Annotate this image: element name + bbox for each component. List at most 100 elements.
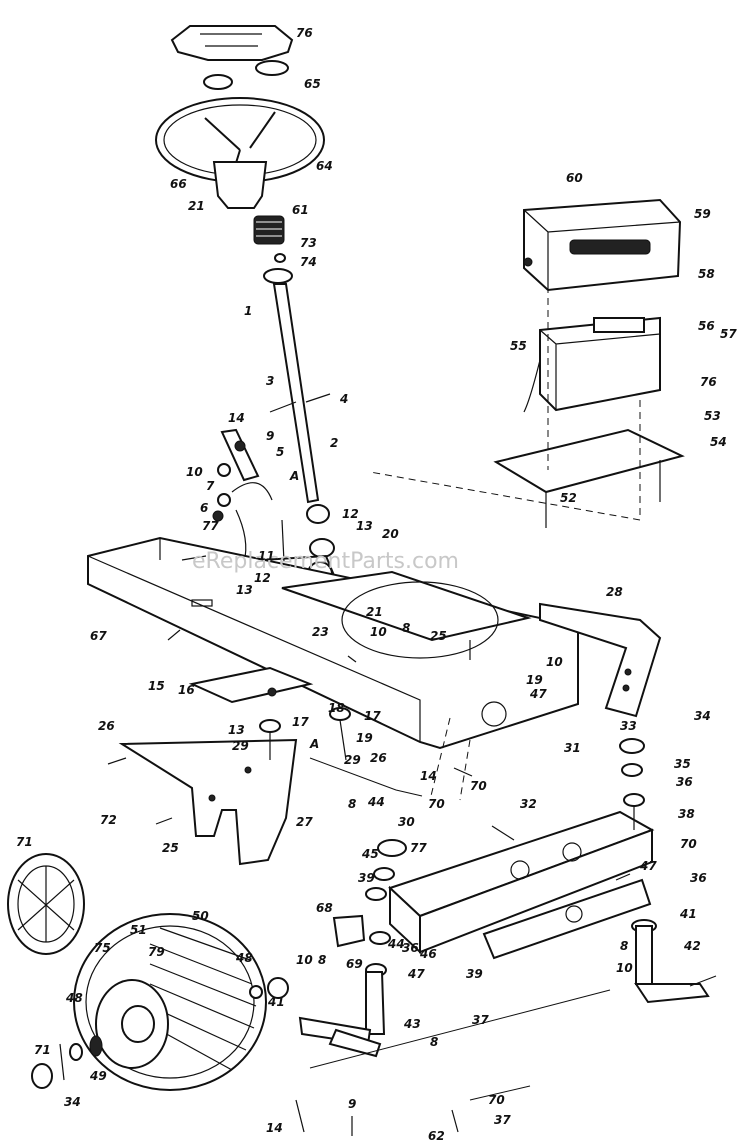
callout-label: 34 <box>694 709 711 723</box>
callout-label: 31 <box>564 741 581 755</box>
callout-label: 44 <box>387 937 405 951</box>
callout-label: 27 <box>296 815 313 829</box>
frame-bracket-right <box>539 602 662 718</box>
callout-label: 8 <box>402 621 410 635</box>
callout-label: 69 <box>346 957 363 971</box>
frame-panel <box>87 536 579 750</box>
callout-label: 8 <box>318 953 326 967</box>
callout-label: A <box>289 469 299 483</box>
callout-label: 29 <box>344 753 361 767</box>
callout-label: 21 <box>188 199 205 213</box>
callout-label: 30 <box>398 815 415 829</box>
callout-label: 16 <box>178 683 195 697</box>
front-axle <box>388 810 655 955</box>
callout-label: 28 <box>606 585 623 599</box>
callout-label: 48 <box>235 951 253 965</box>
callout-label: 59 <box>694 207 711 221</box>
battery-tray <box>493 428 685 528</box>
callout-label: 47 <box>639 859 657 873</box>
hubcap <box>7 853 85 955</box>
callout-label: 34 <box>64 1095 81 1109</box>
callout-label: 72 <box>100 813 117 827</box>
callout-label: 71 <box>34 1043 51 1057</box>
pivot-right <box>619 738 645 830</box>
kingpin-left <box>365 839 407 945</box>
callout-label: 51 <box>130 923 147 937</box>
callout-label: 14 <box>420 769 437 783</box>
callout-label: 5 <box>276 445 284 459</box>
callout-label: 10 <box>370 625 387 639</box>
callout-label: 70 <box>488 1093 505 1107</box>
callout-label: 70 <box>680 837 697 851</box>
callout-label: 56 <box>698 319 715 333</box>
callout-label: 6 <box>200 501 208 515</box>
callout-label: 32 <box>520 797 537 811</box>
callout-label: 54 <box>710 435 727 449</box>
column-washers <box>263 253 293 284</box>
callout-label: 19 <box>356 731 373 745</box>
callout-label: 8 <box>348 797 356 811</box>
callout-label: 67 <box>90 629 107 643</box>
steering-bushing <box>253 215 285 245</box>
callout-label: 39 <box>358 871 375 885</box>
callout-label: 11 <box>258 549 275 563</box>
block-68 <box>332 914 366 948</box>
callout-label: 74 <box>300 255 317 269</box>
callout-label: 48 <box>65 991 83 1005</box>
callout-label: 19 <box>526 673 543 687</box>
callout-label: 23 <box>312 625 329 639</box>
callout-label: 68 <box>316 901 333 915</box>
callout-label: 60 <box>566 171 583 185</box>
callout-label: 35 <box>674 757 691 771</box>
callout-label: 47 <box>407 967 425 981</box>
callout-label: 36 <box>676 775 693 789</box>
pedal-plate <box>188 666 314 704</box>
callout-label: 25 <box>162 841 179 855</box>
callout-label: 39 <box>466 967 483 981</box>
steering-wheel-caps <box>203 60 289 90</box>
spindle-left <box>298 963 387 1058</box>
callout-label: 20 <box>382 527 399 541</box>
callout-label: 10 <box>546 655 563 669</box>
callout-label: 41 <box>267 995 285 1009</box>
spindle-right <box>631 919 710 1004</box>
callout-label: 46 <box>419 947 437 961</box>
callout-label: 8 <box>620 939 628 953</box>
callout-label: 44 <box>367 795 385 809</box>
callout-label: 10 <box>186 465 203 479</box>
callout-label: 9 <box>348 1097 356 1111</box>
callout-label: 9 <box>266 429 274 443</box>
callout-label: 77 <box>410 841 427 855</box>
callout-label: 4 <box>339 392 348 406</box>
callout-label: 15 <box>148 679 165 693</box>
callout-label: 2 <box>330 436 338 450</box>
callout-label: 17 <box>292 715 309 729</box>
axle-bolt-right <box>689 975 717 987</box>
callout-label: 77 <box>202 519 219 533</box>
callout-label: 75 <box>94 941 111 955</box>
callout-label: 70 <box>470 779 487 793</box>
callout-label: 18 <box>328 701 345 715</box>
callout-label: 49 <box>89 1069 107 1083</box>
callout-label: 12 <box>254 571 271 585</box>
battery <box>523 316 661 413</box>
tie-rod <box>309 989 611 1069</box>
callout-label: 76 <box>700 375 717 389</box>
callout-label: 55 <box>510 339 527 353</box>
callout-label: 26 <box>370 751 387 765</box>
callout-label: 50 <box>192 909 209 923</box>
callout-label: 3 <box>266 374 274 388</box>
callout-label: 13 <box>228 723 245 737</box>
watermark: eReplacementParts.com <box>192 549 459 574</box>
callout-label: 76 <box>296 26 313 40</box>
callout-label: 43 <box>403 1017 421 1031</box>
callout-label: 1 <box>244 304 252 318</box>
callout-label: 64 <box>316 159 333 173</box>
callout-label: 45 <box>361 847 379 861</box>
shaft-bolt <box>269 393 331 413</box>
wheel-hardware <box>31 977 289 1089</box>
callout-label: 17 <box>364 709 381 723</box>
callout-label: 62 <box>428 1129 445 1143</box>
steering-wheel-cover <box>170 25 294 61</box>
